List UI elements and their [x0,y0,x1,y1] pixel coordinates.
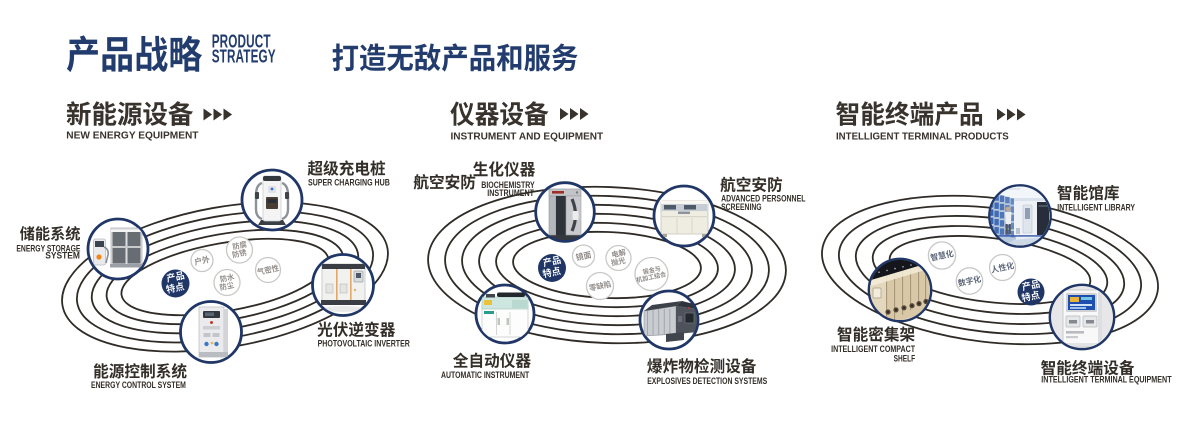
svg-text:SYSTEM: SYSTEM [45,250,80,260]
svg-text:EXPLOSIVES DETECTION SYSTEMS: EXPLOSIVES DETECTION SYSTEMS [647,376,767,386]
svg-text:INTELLIGENT LIBRARY: INTELLIGENT LIBRARY [1057,203,1135,213]
svg-text:INTELLIGENT TERMINAL EQUIPMENT: INTELLIGENT TERMINAL EQUIPMENT [1041,375,1172,385]
svg-text:ENERGY CONTROL SYSTEM: ENERGY CONTROL SYSTEM [91,380,186,390]
svg-text:SCREENING: SCREENING [721,202,762,212]
svg-text:STRATEGY: STRATEGY [212,47,276,67]
svg-text:SHELF: SHELF [894,354,916,364]
svg-text:PRODUCT: PRODUCT [212,32,271,52]
svg-text:SUPER CHARGING HUB: SUPER CHARGING HUB [308,177,390,187]
svg-text:AUTOMATIC INSTRUMENT: AUTOMATIC INSTRUMENT [441,370,530,380]
svg-text:ADVANCED PERSONNEL: ADVANCED PERSONNEL [721,193,806,203]
svg-text:ENERGY STORAGE: ENERGY STORAGE [16,243,80,253]
svg-text:INTELLIGENT COMPACT: INTELLIGENT COMPACT [831,344,915,354]
svg-text:PHOTOVOLTAIC INVERTER: PHOTOVOLTAIC INVERTER [318,338,411,348]
svg-text:INSTRUMENT: INSTRUMENT [487,188,534,198]
svg-text:INTELLIGENT TERMINAL PRODUCTS: INTELLIGENT TERMINAL PRODUCTS [836,132,1009,143]
svg-text:INSTRUMENT AND EQUIPMENT: INSTRUMENT AND EQUIPMENT [451,131,604,142]
svg-text:BIOCHEMISTRY: BIOCHEMISTRY [481,180,534,190]
svg-text:NEW ENERGY EQUIPMENT: NEW ENERGY EQUIPMENT [66,131,199,142]
